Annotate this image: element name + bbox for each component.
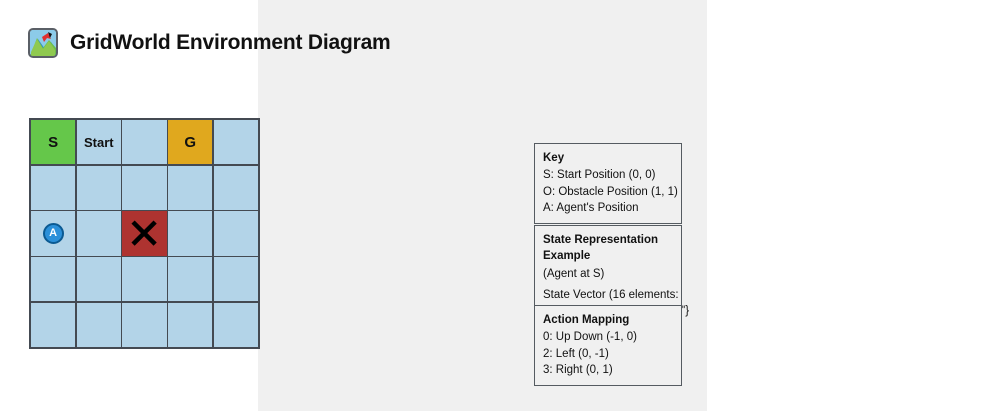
grid-cell-label: Start [83, 134, 114, 150]
grid-cell-4-4[interactable] [213, 302, 258, 347]
key-line-agent: A: Agent's Position [543, 201, 639, 214]
action-mapping-box: Action Mapping 0: Up Down (-1, 0) 2: Lef… [534, 305, 682, 387]
gridworld-grid: S Start G A [29, 118, 260, 349]
state-vector-label: State Vector (16 elements: [543, 288, 679, 301]
grid-cell-0-2[interactable] [122, 120, 167, 165]
grid-cell-3-2[interactable] [122, 257, 167, 302]
grid-cell-2-1[interactable] [76, 211, 121, 256]
grid-cell-2-3[interactable] [168, 211, 213, 256]
page-title: GridWorld Environment Diagram [70, 31, 391, 54]
state-box-subtitle: (Agent at S) [543, 267, 605, 280]
action-line-up-down: 0: Up Down (-1, 0) [543, 331, 637, 344]
key-legend-box: Key S: Start Position (0, 0) O: Obstacle… [534, 143, 682, 225]
state-box-title: State Representation Example [543, 234, 659, 263]
grid-cell-0-0[interactable]: S [31, 120, 76, 165]
agent-marker: A [42, 222, 64, 244]
grid-cell-3-3[interactable] [168, 257, 213, 302]
grid-cell-0-1[interactable]: Start [76, 120, 121, 165]
grid-cell-4-1[interactable] [76, 302, 121, 347]
grid-cell-1-3[interactable] [168, 165, 213, 210]
obstacle-x-icon [131, 220, 158, 247]
grid-cell-1-0[interactable] [31, 165, 76, 210]
gridworld-grid-wrapper: S Start G A [29, 118, 260, 349]
grid-cell-label: S [48, 133, 59, 151]
grid-cell-0-4[interactable] [213, 120, 258, 165]
action-line-right: 3: Right (0, 1) [543, 363, 613, 376]
grid-cell-2-4[interactable] [213, 211, 258, 256]
grid-cell-1-1[interactable] [76, 165, 121, 210]
key-line-start: S: Start Position (0, 0) [543, 169, 656, 182]
key-box-title: Key [543, 152, 565, 164]
image-thumbnail-icon [28, 28, 58, 58]
grid-cell-2-2[interactable] [122, 211, 167, 256]
grid-cell-label: G [184, 133, 197, 151]
grid-cell-3-0[interactable] [31, 257, 76, 302]
grid-cell-1-2[interactable] [122, 165, 167, 210]
grid-cell-4-3[interactable] [168, 302, 213, 347]
key-line-obstacle: O: Obstacle Position (1, 1) [543, 185, 678, 198]
grid-cell-2-0[interactable]: A [31, 211, 76, 256]
grid-cell-4-2[interactable] [122, 302, 167, 347]
grid-cell-3-4[interactable] [213, 257, 258, 302]
action-box-title: Action Mapping [543, 314, 630, 326]
grid-cell-4-0[interactable] [31, 302, 76, 347]
grid-cell-1-4[interactable] [213, 165, 258, 210]
grid-cell-3-1[interactable] [76, 257, 121, 302]
action-line-left: 2: Left (0, -1) [543, 347, 609, 360]
diagram-header: GridWorld Environment Diagram [28, 28, 391, 58]
grid-cell-0-3[interactable]: G [168, 120, 213, 165]
